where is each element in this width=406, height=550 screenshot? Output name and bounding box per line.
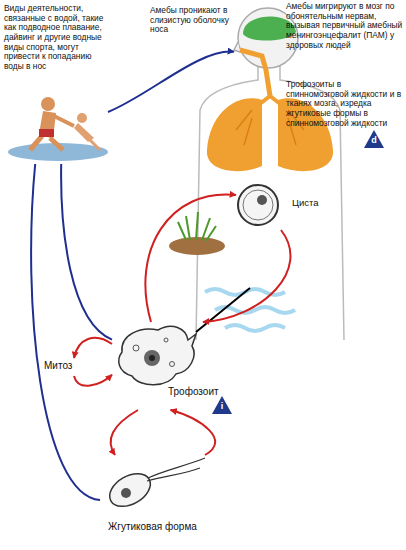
flagellate-stage: Жгутиковая форма — [100, 455, 250, 537]
cyst-illustration — [238, 185, 278, 225]
cycle-arrow — [203, 230, 290, 322]
callout-letter: d — [368, 135, 380, 145]
soil-illustration — [169, 212, 225, 255]
stage-text: Виды деятельности, связанные с водой, та… — [4, 4, 104, 72]
cycle-arrow — [145, 194, 236, 322]
flagellate-illustration — [104, 458, 205, 513]
human-host: Амебы проникают в слизистую оболочку нос… — [234, 0, 404, 345]
stage-text: Амебы мигрируют в мозг по обонятельным н… — [286, 2, 404, 50]
trophozoite-stage: Трофозоит — [112, 322, 242, 410]
stage-text: Циста — [292, 198, 336, 209]
mitosis-step: Митоз — [44, 358, 94, 376]
cyst-stage: Циста — [236, 180, 336, 230]
swimmer-illustration — [8, 97, 108, 161]
human-host-illustration — [196, 8, 344, 340]
stage-text: Амебы проникают в слизистую оболочку нос… — [150, 6, 236, 35]
cycle-arrow — [31, 164, 100, 500]
stage-text: Жгутиковая форма — [108, 521, 250, 533]
stage-text: Трофозоиты в спинномозговой жидкости и в… — [286, 80, 404, 128]
activity-note: Виды деятельности, связанные с водой, та… — [4, 4, 108, 164]
cycle-arrow — [74, 338, 112, 358]
callout-letter: i — [216, 401, 228, 411]
stage-text: Митоз — [44, 360, 94, 372]
cycle-arrow — [111, 410, 138, 455]
cycle-arrow — [61, 164, 112, 340]
cycle-arrow — [108, 52, 234, 112]
callout-triangle — [212, 130, 384, 414]
cycle-arrow — [74, 375, 112, 386]
trophozoite-illustration — [119, 326, 196, 384]
water-illustration — [196, 288, 295, 332]
cycle-arrow — [171, 410, 216, 455]
stage-text: Трофозоит — [168, 386, 242, 398]
